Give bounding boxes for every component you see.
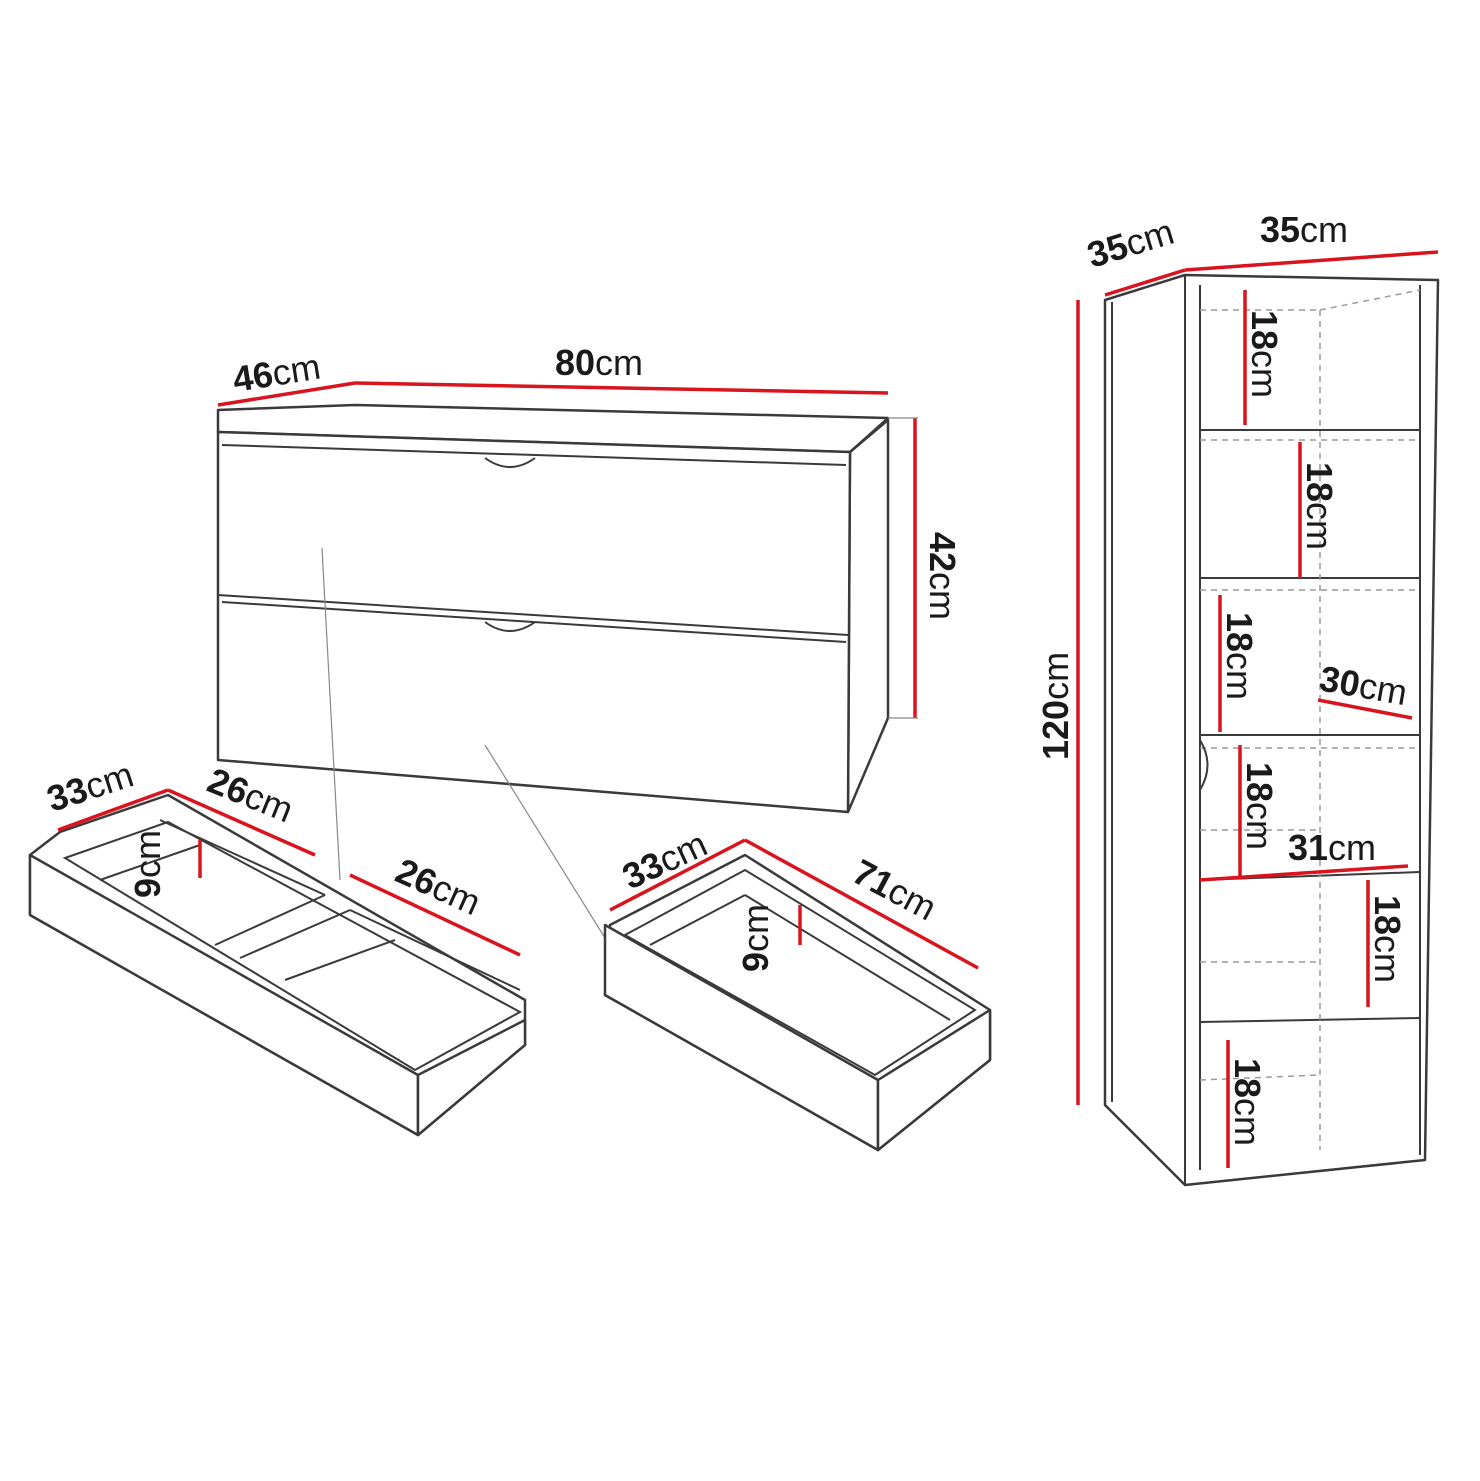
label-shelf-depth: 30cm — [1317, 658, 1411, 714]
label-bookcase-height: 120cm — [1035, 652, 1076, 760]
label-shelf-height-4: 18cm — [1239, 762, 1280, 850]
small-drawer: 33cm 26cm 26cm 9cm — [28, 753, 527, 1137]
label-dresser-height: 42cm — [922, 532, 963, 620]
label-shelf-height-6: 18cm — [1227, 1058, 1268, 1146]
bookcase: 35cm 35cm 120cm 18cm 18cm 18cm 18cm 18cm… — [1035, 209, 1440, 1187]
label-dresser-width: 80cm — [555, 342, 643, 383]
label-shelf-height-3: 18cm — [1219, 612, 1260, 700]
hidden-lines — [1199, 289, 1421, 1150]
dim-line-shelf-depth — [1317, 698, 1413, 720]
dim-line-bookcase-depth — [1104, 268, 1186, 297]
label-small-drawer-height: 9cm — [127, 830, 168, 898]
label-shelf-height-5: 18cm — [1367, 895, 1408, 983]
drawer-handle-bottom — [484, 621, 536, 632]
label-large-drawer-height: 9cm — [735, 904, 776, 972]
label-shelf-height-1: 18cm — [1244, 310, 1285, 398]
dim-line-dresser-width — [354, 381, 889, 395]
dim-line-bookcase-width — [1184, 250, 1439, 272]
label-large-drawer-width: 71cm — [846, 851, 943, 929]
large-drawer: 33cm 71cm 9cm — [603, 823, 992, 1152]
dim-line-dresser-depth — [217, 381, 356, 407]
label-small-drawer-width-left: 26cm — [202, 759, 299, 830]
dim-line-large-drawer-width — [744, 838, 979, 970]
dim-line-small-drawer-depth — [57, 788, 169, 832]
dim-line-small-drawer-width-right — [349, 873, 521, 957]
label-shelf-height-2: 18cm — [1299, 462, 1340, 550]
dim-line-large-drawer-depth — [609, 838, 746, 912]
label-small-drawer-width-right: 26cm — [390, 850, 487, 923]
door-handle — [1199, 739, 1209, 791]
drawer-handle-top — [484, 457, 536, 468]
dim-line-small-drawer-width-left — [167, 788, 316, 857]
dim-line-shelf-width — [1199, 864, 1409, 882]
label-dresser-depth: 46cm — [230, 346, 323, 400]
label-bookcase-width: 35cm — [1260, 209, 1348, 250]
label-shelf-width: 31cm — [1288, 827, 1376, 868]
dresser: 46cm 80cm 42cm — [216, 342, 963, 939]
label-bookcase-depth: 35cm — [1082, 211, 1178, 276]
